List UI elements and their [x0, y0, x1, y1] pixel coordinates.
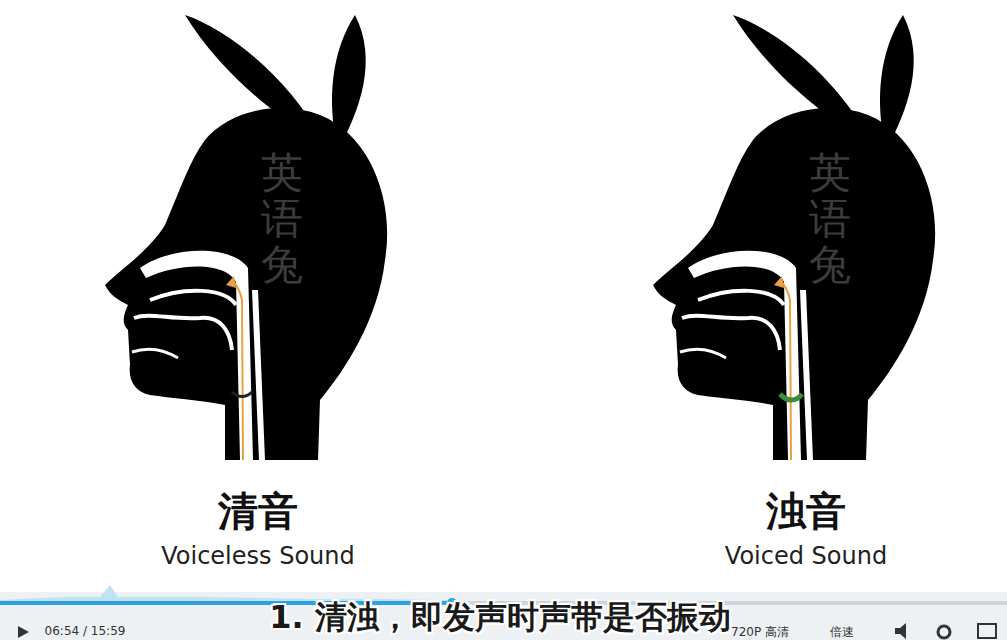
- voicing-heading: 浊音: [766, 484, 846, 539]
- speed-button: 倍速: [830, 624, 854, 640]
- quality-button: 720P 高清: [731, 624, 789, 640]
- english-heading: Voiceless Sound: [161, 542, 355, 570]
- time-display: 06:54 / 15:59: [45, 624, 126, 638]
- english-heading: Voiced Sound: [725, 542, 887, 570]
- watermark: 英语兔: [261, 150, 303, 289]
- watermark: 英语兔: [809, 150, 851, 289]
- voicing-heading: 清音: [218, 484, 298, 539]
- subtitle: 1. 清浊，即发声时声带是否振动: [269, 596, 731, 640]
